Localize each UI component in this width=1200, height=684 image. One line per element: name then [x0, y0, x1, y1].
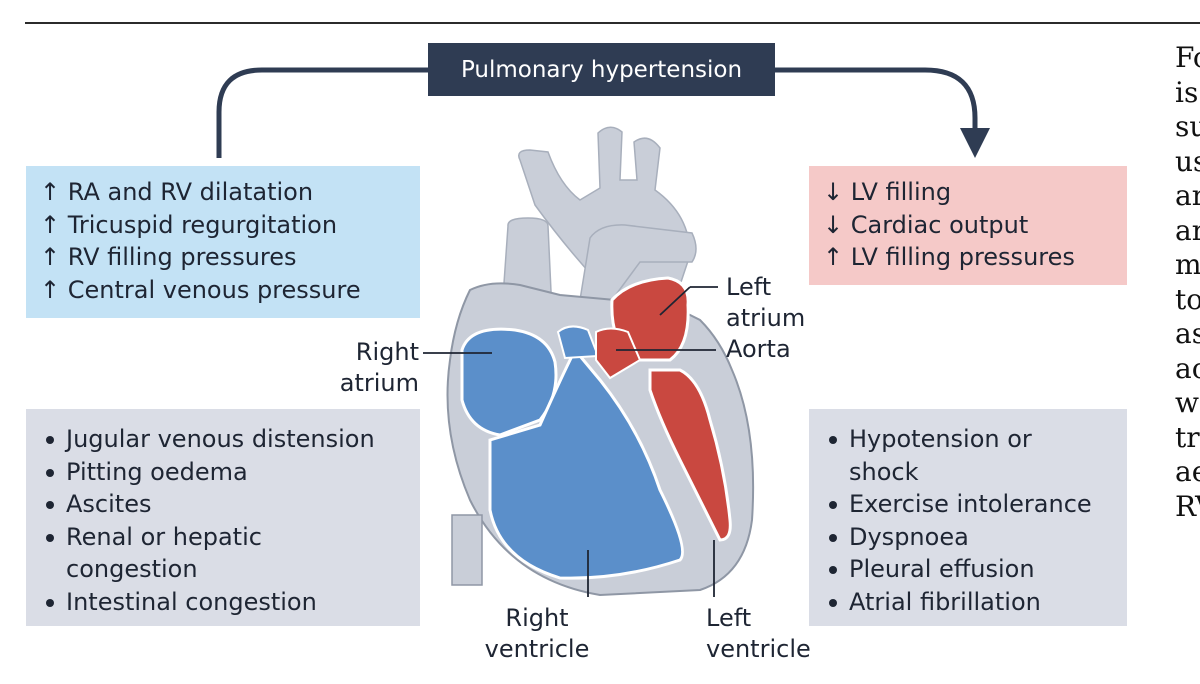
- text-fragment: ar: [1175, 179, 1200, 212]
- left-heart-effects-box: ↓ LV filling ↓ Cardiac output ↑ LV filli…: [809, 166, 1127, 285]
- sign-list-item: Renal or hepatic congestion: [40, 521, 326, 586]
- label-aorta: Aorta: [726, 335, 791, 363]
- label-line: ventricle: [484, 635, 590, 663]
- label-left-atrium: Left atrium: [726, 272, 805, 334]
- right-heart-effects-box: ↑ RA and RV dilatation ↑ Tricuspid regur…: [26, 166, 420, 318]
- sign-list-item: Hypotension or shock: [823, 423, 1079, 488]
- effect-line: ↓ LV filling: [823, 178, 952, 206]
- aortic-root: [595, 327, 642, 380]
- text-fragment: ar: [1175, 213, 1200, 247]
- low-output-signs-box: Hypotension or shock Exercise intoleranc…: [809, 409, 1127, 626]
- label-left-ventricle: Left ventricle: [706, 603, 811, 665]
- text-fragment: is: [1175, 75, 1199, 109]
- text-fragment: RV: [1175, 489, 1200, 523]
- right-atrium-chamber: [460, 327, 558, 437]
- effect-line: ↑ RA and RV dilatation: [40, 178, 314, 206]
- arrow-left-connector: [216, 67, 428, 158]
- text-fragment: as: [1175, 317, 1200, 350]
- text-fragment: tr: [1175, 420, 1200, 454]
- label-right-atrium: Right atrium: [335, 337, 419, 399]
- label-line: ventricle: [706, 635, 811, 663]
- text-fragment: ac: [1175, 351, 1200, 385]
- left-ventricle-chamber: [648, 368, 732, 542]
- effect-line: ↓ Cardiac output: [823, 210, 1029, 239]
- leader-lines: [423, 286, 718, 597]
- label-line: Left: [706, 604, 752, 632]
- label-line: atrium: [339, 369, 419, 397]
- label-line: Right: [505, 604, 569, 632]
- top-rule: [25, 22, 1200, 24]
- sign-list-item: Dyspnoea: [823, 521, 1127, 554]
- sign-list-item: Atrial fibrillation: [823, 586, 1127, 619]
- label-right-ventricle: Right ventricle: [480, 603, 594, 665]
- effect-line: ↑ Tricuspid regurgitation: [40, 210, 338, 239]
- effect-line: ↑ LV filling pressures: [823, 243, 1075, 271]
- text-fragment: to: [1175, 282, 1200, 316]
- arrow-right-head: [960, 128, 990, 158]
- inferior-vena-cava: [451, 514, 483, 586]
- sign-list-item: Intestinal congestion: [40, 586, 420, 619]
- text-fragment: us: [1175, 144, 1200, 178]
- sign-list-item: Pitting oedema: [40, 456, 420, 489]
- label-line: atrium: [726, 304, 806, 332]
- sign-list-item: Pleural effusion: [823, 553, 1127, 586]
- text-fragment: Fo: [1175, 41, 1200, 74]
- text-fragment: su: [1175, 110, 1200, 143]
- text-fragment: m: [1175, 248, 1200, 281]
- effect-line: ↑ Central venous pressure: [40, 275, 361, 304]
- label-line: Right: [355, 338, 419, 366]
- title-banner: Pulmonary hypertension: [428, 43, 775, 96]
- cropped-body-text: Fo is su us ar ar m to as ac w tr ae RV: [1175, 41, 1200, 524]
- systemic-congestion-signs-box: Jugular venous distension Pitting oedema…: [26, 409, 420, 626]
- text-fragment: ae: [1175, 455, 1200, 488]
- arrow-right-connector: [775, 67, 978, 132]
- sign-list-item: Exercise intolerance: [823, 488, 1127, 521]
- text-fragment: w: [1175, 386, 1199, 419]
- effect-line: ↑ RV filling pressures: [40, 243, 297, 271]
- label-line: Left: [726, 273, 772, 301]
- sign-list-item: Ascites: [40, 488, 420, 521]
- sign-list-item: Jugular venous distension: [40, 423, 420, 456]
